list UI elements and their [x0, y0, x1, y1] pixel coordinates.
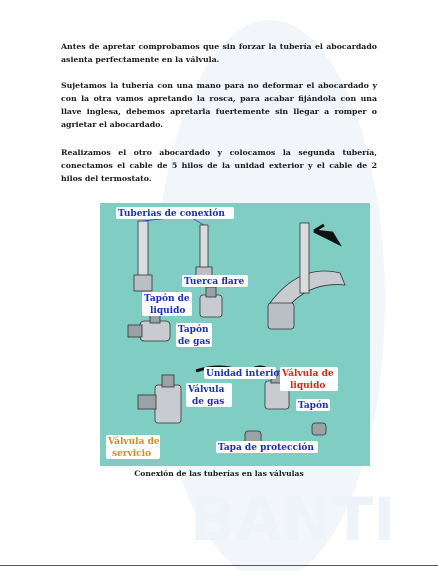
label-unidad-interior: Unidad interior [206, 369, 284, 379]
label-valvula-servicio-2: servicio [112, 449, 151, 459]
label-tapon: Tapón [298, 400, 329, 411]
label-tuerca-flare: Tuerca flare [184, 277, 244, 287]
svg-text:BANTEC: BANTEC [190, 485, 390, 555]
paragraph-1: Antes de apretar comprobamos que sin for… [61, 42, 377, 64]
label-tapon-liquido-1: Tapón de [144, 293, 190, 304]
label-tapon-liquido-2: liquido [150, 306, 185, 316]
label-valvula-liquido-2: liquido [290, 381, 325, 391]
paragraph-2: Sujetamos la tubería con una mano para n… [61, 81, 377, 129]
label-tuberias: Tuberias de conexión [118, 208, 225, 219]
figure-caption: Conexión de las tuberías en las válvulas [134, 469, 304, 478]
label-valvula-gas-2: de gas [192, 397, 224, 407]
label-valvula-liquido-1: Válvula de [281, 368, 334, 379]
label-valvula-gas-1: Válvula [187, 384, 225, 395]
footer-divider [0, 565, 438, 566]
valve-illustration-upper [127, 286, 223, 342]
label-tapa-proteccion: Tapa de protección [218, 442, 314, 453]
label-tapon-gas-1: Tapón [178, 324, 209, 335]
wrench-illustration [267, 222, 346, 330]
paragraph-3: Realizamos el otro abocardado y colocamo… [61, 148, 377, 183]
label-valvula-servicio-1: Válvula de [107, 436, 160, 447]
valve-connection-figure: Tuberias de conexión Tuerca flare Tapón … [100, 203, 370, 466]
label-tapon-gas-2: de gas [178, 337, 210, 347]
